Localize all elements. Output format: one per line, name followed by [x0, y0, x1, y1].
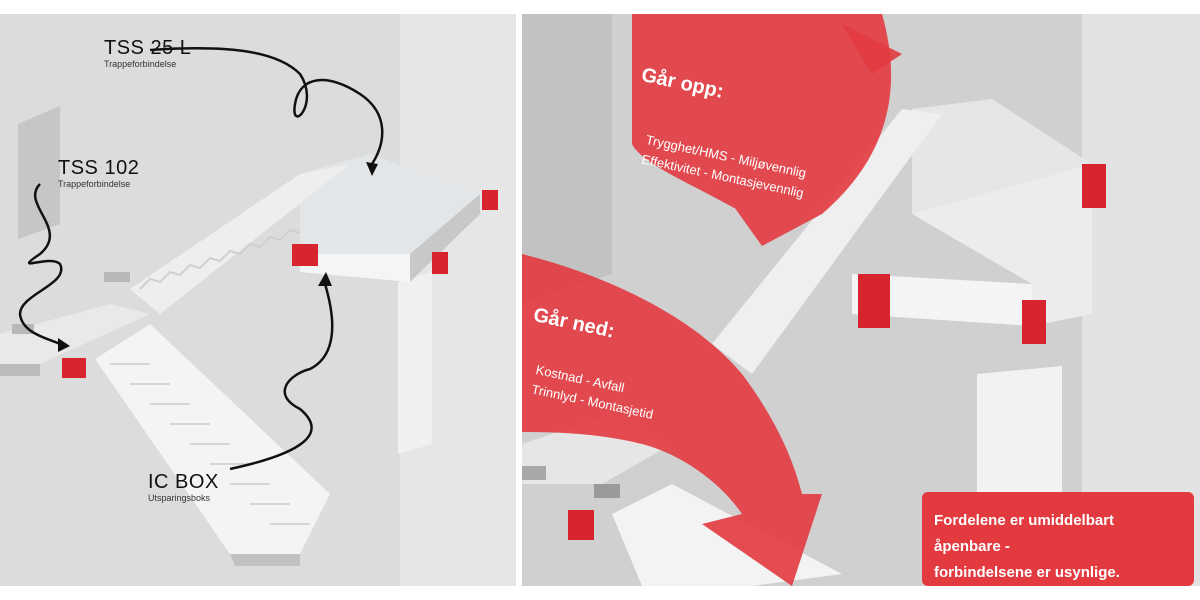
label-tss102-title: TSS 102: [58, 157, 140, 179]
label-icbox-subtitle: Utsparingsboks: [148, 493, 211, 503]
doorway: [398, 272, 432, 454]
upper-stair-flight-right: [712, 109, 942, 374]
connector-right-1: [858, 274, 890, 328]
arrow-tss25: [149, 47, 384, 165]
upper-stair-flight: [130, 164, 350, 314]
connector-tss25-2: [432, 252, 448, 274]
upper-landing: [300, 154, 480, 254]
connector-right-3: [1082, 164, 1106, 208]
arrow-up-overlay: [632, 14, 892, 246]
label-tss102: TSS 102 Trappeforbindelse: [58, 158, 139, 189]
label-tss25-title: TSS 25 L: [104, 37, 192, 59]
ic-box-slot: [104, 272, 130, 282]
connector-right-4: [568, 510, 594, 540]
label-icbox-title: IC BOX: [148, 471, 219, 493]
arrow-icbox: [229, 283, 334, 471]
window-left: [18, 106, 60, 239]
upper-landing-right: [912, 99, 1092, 234]
arrow-down-overlay: [522, 254, 822, 586]
left-illustration-panel: TSS 25 L Trappeforbindelse TSS 102 Trapp…: [0, 14, 516, 586]
arrow-tss102: [18, 183, 63, 346]
label-icbox: IC BOX Utsparingsboks: [148, 472, 219, 503]
label-tss25: TSS 25 L Trappeforbindelse: [104, 38, 191, 69]
banner-line-1: Fordelene er umiddelbart åpenbare -: [934, 512, 1115, 555]
right-illustration-panel: Går opp: Trygghet/HMS - Miljøvennlig Eff…: [522, 14, 1200, 586]
label-tss102-subtitle: Trappeforbindelse: [58, 179, 131, 189]
lower-stair-flight: [95, 324, 330, 554]
connector-tss25-3: [482, 190, 498, 210]
connector-tss25-1: [292, 244, 318, 266]
stair-illustration-right: [522, 14, 1200, 586]
connector-right-2: [1022, 300, 1046, 344]
label-tss25-subtitle: Trappeforbindelse: [104, 59, 177, 69]
stair-illustration-left: [0, 14, 516, 586]
banner-line-2: forbindelsene er usynlige.: [934, 564, 1120, 581]
benefits-banner: Fordelene er umiddelbart åpenbare - forb…: [922, 492, 1194, 586]
connector-tss102: [62, 358, 86, 378]
